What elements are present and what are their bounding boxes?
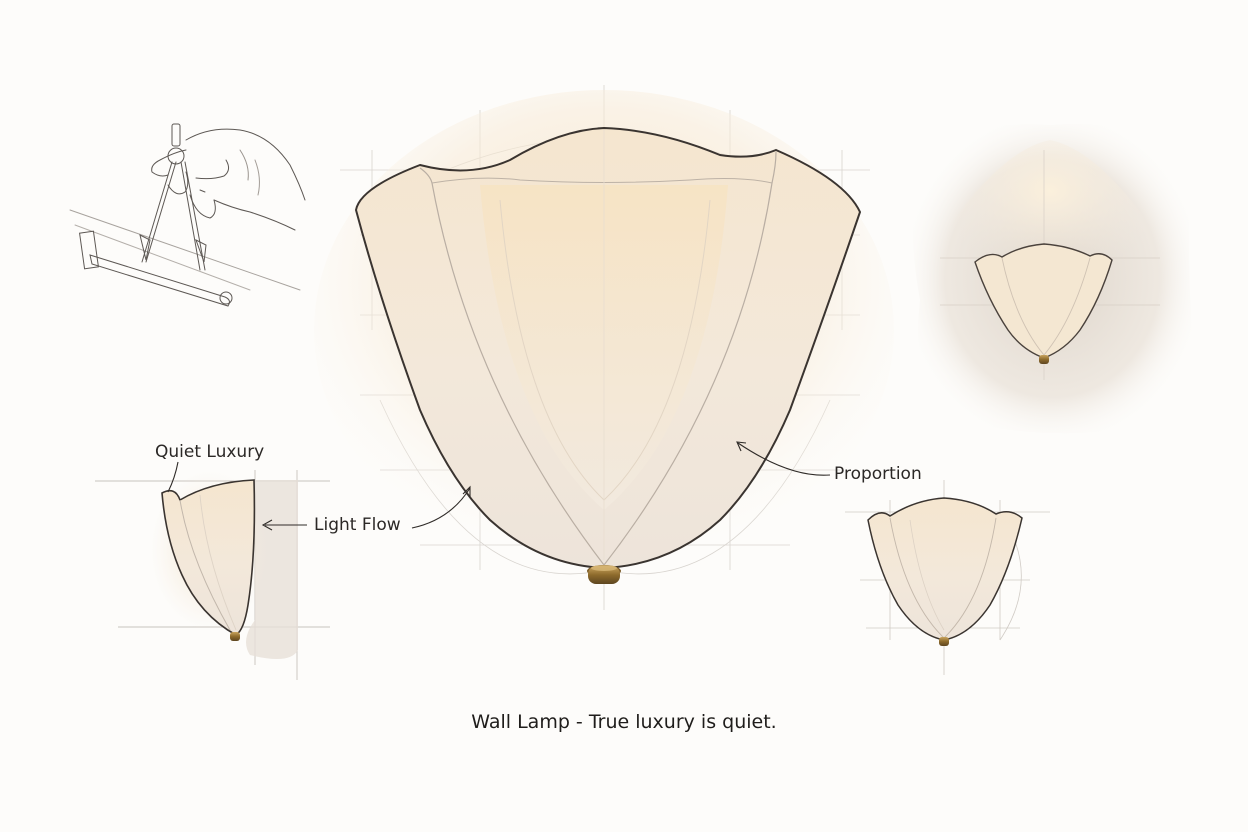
sheet-caption: Wall Lamp - True luxury is quiet. [471, 711, 777, 733]
annotation-quiet-luxury: Quiet Luxury [155, 442, 265, 462]
main-wall-lamp [314, 90, 894, 584]
side-lamp-shade [161, 479, 256, 636]
brass-finial [588, 566, 620, 584]
wall-wash-render [912, 123, 1192, 434]
wall-lamp-render-shade [974, 243, 1113, 359]
front-lamp-shade [867, 497, 1023, 641]
annotation-proportion: Proportion [834, 464, 922, 484]
hand-compass-sketch [69, 123, 306, 307]
side-profile-lamp [95, 470, 330, 680]
annotation-light-flow: Light Flow [314, 515, 401, 535]
annotation-leaders [167, 441, 831, 531]
front-view-lamp [845, 480, 1050, 675]
